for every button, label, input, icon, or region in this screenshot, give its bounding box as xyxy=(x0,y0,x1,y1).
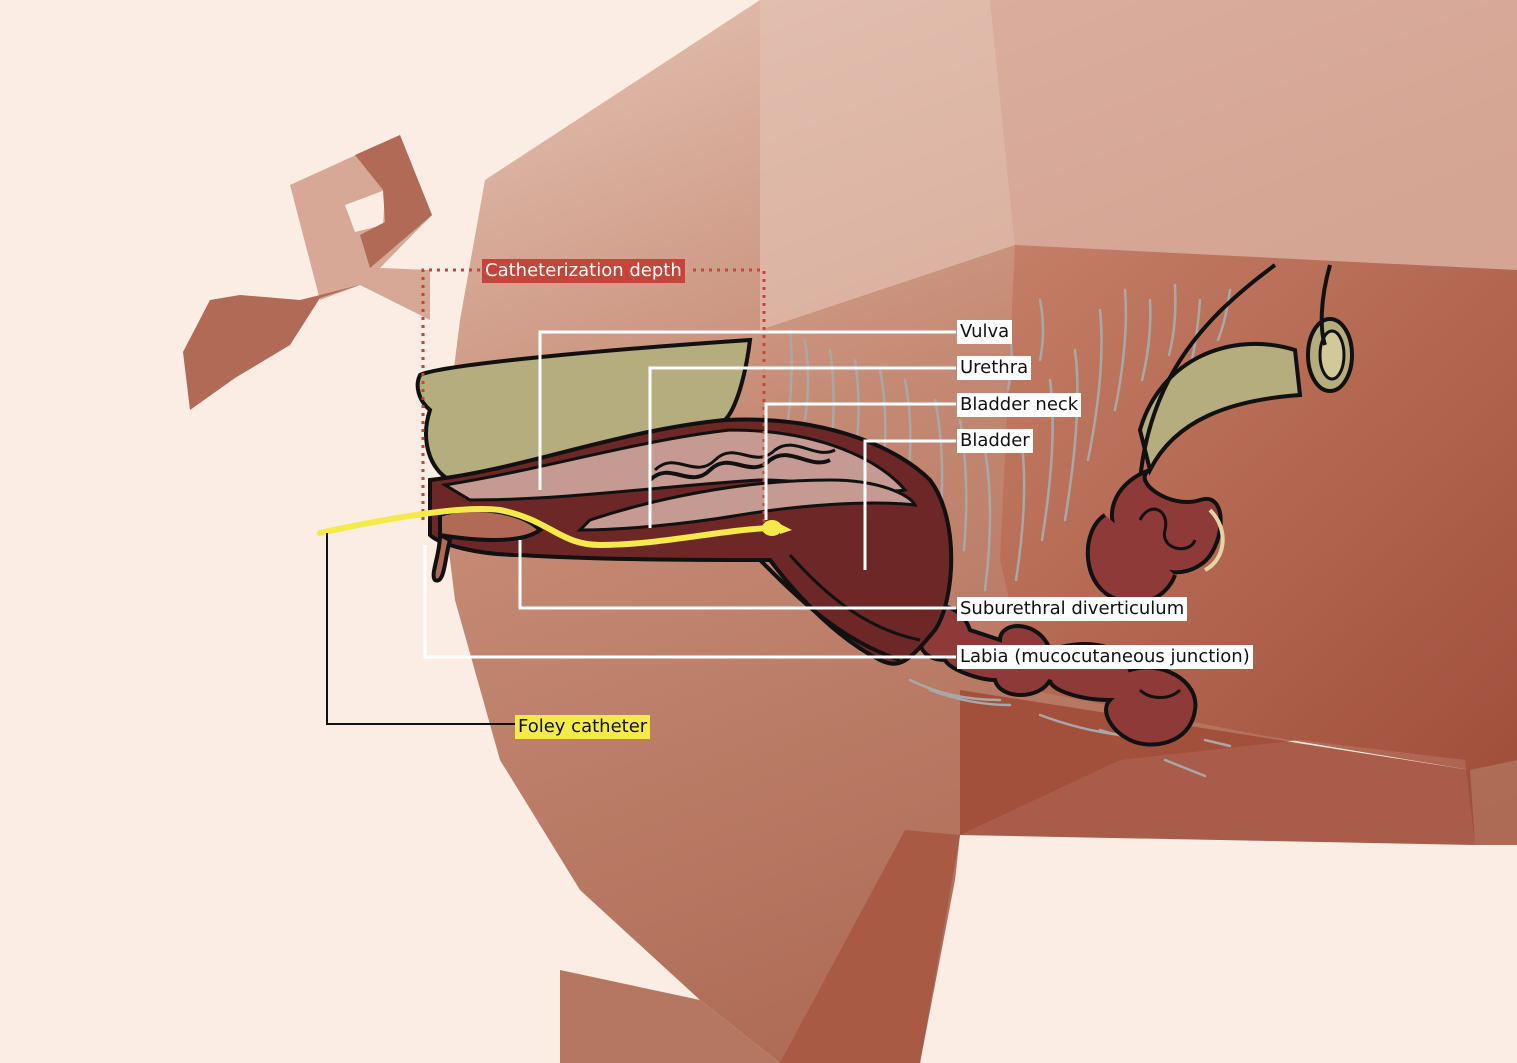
tail-illustration xyxy=(183,135,432,410)
label-catheterization-depth: Catheterization depth xyxy=(482,259,685,283)
label-suburethral-diverticulum: Suburethral diverticulum xyxy=(957,597,1187,621)
label-urethra: Urethra xyxy=(957,356,1031,380)
label-bladder-neck: Bladder neck xyxy=(957,393,1081,417)
label-bladder: Bladder xyxy=(957,429,1033,453)
label-vulva: Vulva xyxy=(957,320,1012,344)
label-labia: Labia (mucocutaneous junction) xyxy=(957,645,1253,669)
label-foley-catheter: Foley catheter xyxy=(515,715,650,739)
